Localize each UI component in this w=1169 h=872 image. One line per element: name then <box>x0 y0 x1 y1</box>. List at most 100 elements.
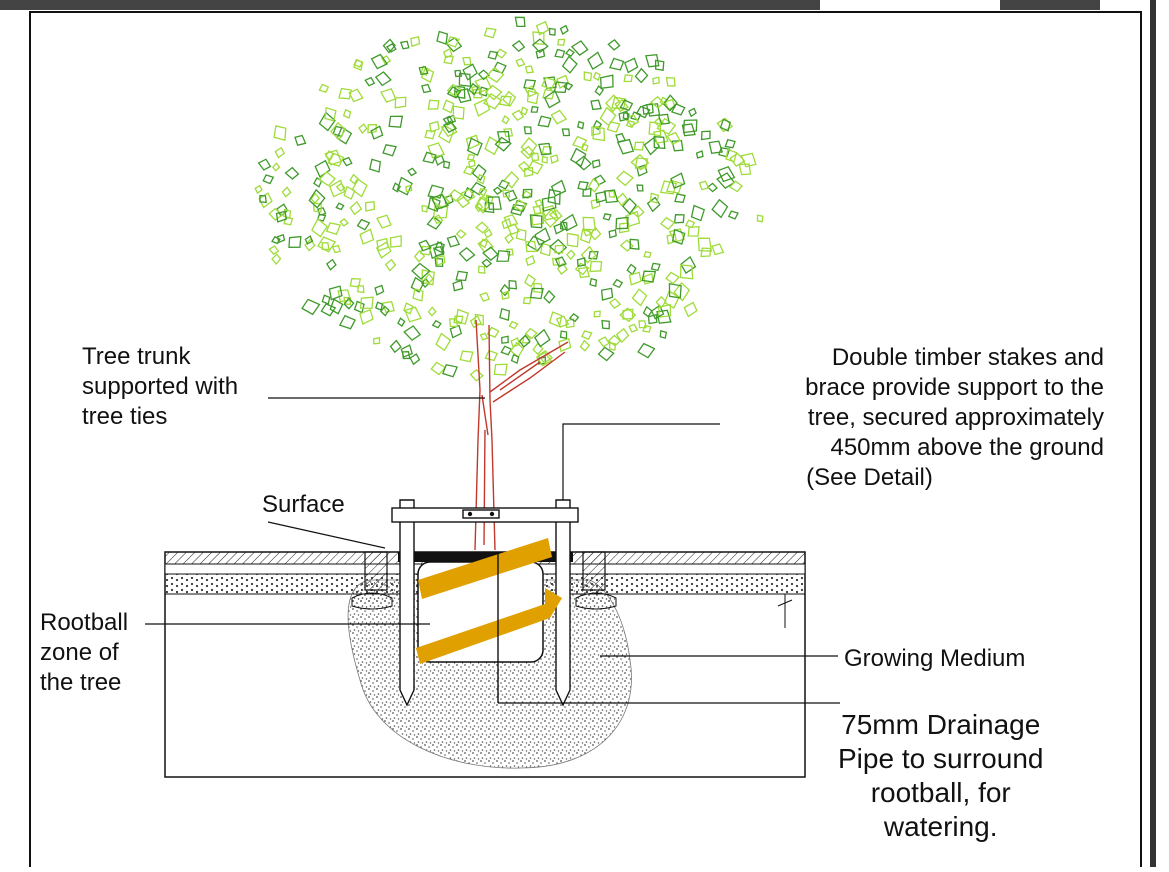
leaf-mark <box>538 142 552 156</box>
leaf-mark <box>382 38 396 54</box>
leaf-mark <box>517 161 531 173</box>
leaf-mark <box>590 99 602 111</box>
label-tree-trunk-line1: Tree trunk <box>82 343 191 370</box>
leaf-mark <box>652 76 660 85</box>
leaf-mark <box>592 119 603 131</box>
label-drainage-line4: watering. <box>883 811 998 842</box>
leaf-mark <box>717 165 736 183</box>
leaf-mark <box>458 72 472 88</box>
leaf-mark <box>660 216 676 231</box>
leaf-mark <box>301 298 321 316</box>
leaf-mark <box>695 150 704 159</box>
leaf-mark <box>638 320 647 329</box>
leaf-mark <box>369 158 382 173</box>
leaf-mark <box>482 246 499 261</box>
leaf-mark <box>642 324 652 333</box>
leaf-mark <box>381 55 392 65</box>
leaf-mark <box>349 278 362 288</box>
leaf-mark <box>310 192 321 204</box>
leaf-mark <box>502 90 517 108</box>
leaf-mark <box>438 124 455 144</box>
leaf-mark <box>446 83 462 97</box>
leaf-mark <box>581 330 593 341</box>
label-drainage-line1: 75mm Drainage <box>841 709 1041 740</box>
leaf-mark <box>262 174 275 185</box>
leaf-mark <box>630 111 642 121</box>
leaf-mark <box>597 346 615 362</box>
leaf-mark <box>475 195 492 214</box>
leaf-mark <box>496 250 511 262</box>
tie-strap-upper <box>418 538 552 599</box>
leaf-mark <box>515 57 526 68</box>
leaf-mark <box>405 184 413 193</box>
leaf-mark <box>435 255 446 266</box>
leaf-mark <box>537 349 554 364</box>
leader-lines <box>145 397 840 704</box>
leaf-mark <box>537 115 552 128</box>
leaf-mark <box>492 186 503 196</box>
leaf-mark <box>477 188 488 197</box>
leaf-mark <box>321 294 331 305</box>
leaf-mark <box>641 270 657 283</box>
leaf-mark <box>547 188 561 206</box>
leaf-mark <box>658 303 672 318</box>
leaf-mark <box>583 71 593 82</box>
leaf-mark <box>635 105 651 119</box>
leaf-mark <box>630 205 645 218</box>
leaf-mark <box>452 279 464 292</box>
leaf-mark <box>631 288 648 307</box>
label-growing-medium: Growing Medium <box>844 645 1026 672</box>
leaf-mark <box>650 95 665 109</box>
leaf-mark <box>554 244 565 254</box>
section-tick-mark <box>777 599 793 607</box>
leaf-mark <box>364 76 376 87</box>
leaf-mark <box>501 290 510 300</box>
leaf-mark <box>469 369 484 382</box>
leaf-mark <box>515 228 527 242</box>
leaf-mark <box>587 177 601 193</box>
leaf-mark <box>634 67 649 84</box>
leaf-mark <box>619 239 634 252</box>
leaf-mark <box>563 81 574 91</box>
leaf-mark <box>471 163 487 182</box>
leaf-mark <box>566 232 580 248</box>
leaf-mark <box>589 260 603 273</box>
leaf-mark <box>359 228 375 245</box>
leaf-mark <box>680 255 697 274</box>
leaf-mark <box>441 363 459 378</box>
tree-trunk <box>474 319 569 551</box>
leaf-mark <box>653 129 669 144</box>
leaf-mark <box>543 89 561 109</box>
leaf-mark <box>335 182 346 192</box>
leaf-mark <box>399 40 410 50</box>
leaf-mark <box>343 296 352 306</box>
leaf-mark <box>553 222 565 235</box>
leaf-mark <box>389 235 402 248</box>
leaf-mark <box>501 114 510 125</box>
leaf-mark <box>421 204 428 213</box>
leaf-mark <box>576 257 586 267</box>
leaf-mark <box>475 196 489 212</box>
leaf-mark <box>330 121 347 141</box>
leaf-mark <box>321 242 330 251</box>
leaf-mark <box>343 297 355 310</box>
label-rootball-line2: zone of <box>40 639 119 666</box>
leaf-mark <box>430 361 447 376</box>
leaf-mark <box>649 192 660 204</box>
leaf-mark <box>524 273 537 288</box>
leaf-mark <box>687 226 700 237</box>
leaf-mark <box>357 284 365 294</box>
leaf-mark <box>614 99 629 113</box>
leaf-mark <box>533 282 543 294</box>
label-rootball-line1: Rootball <box>40 609 129 636</box>
leaf-mark <box>407 167 418 177</box>
leaf-mark <box>599 106 617 127</box>
leaf-mark <box>628 271 642 286</box>
leaf-mark <box>700 130 711 141</box>
leaf-mark <box>499 307 511 322</box>
leaf-mark <box>410 276 425 293</box>
leaf-mark <box>418 239 432 252</box>
leaf-mark <box>671 228 686 245</box>
